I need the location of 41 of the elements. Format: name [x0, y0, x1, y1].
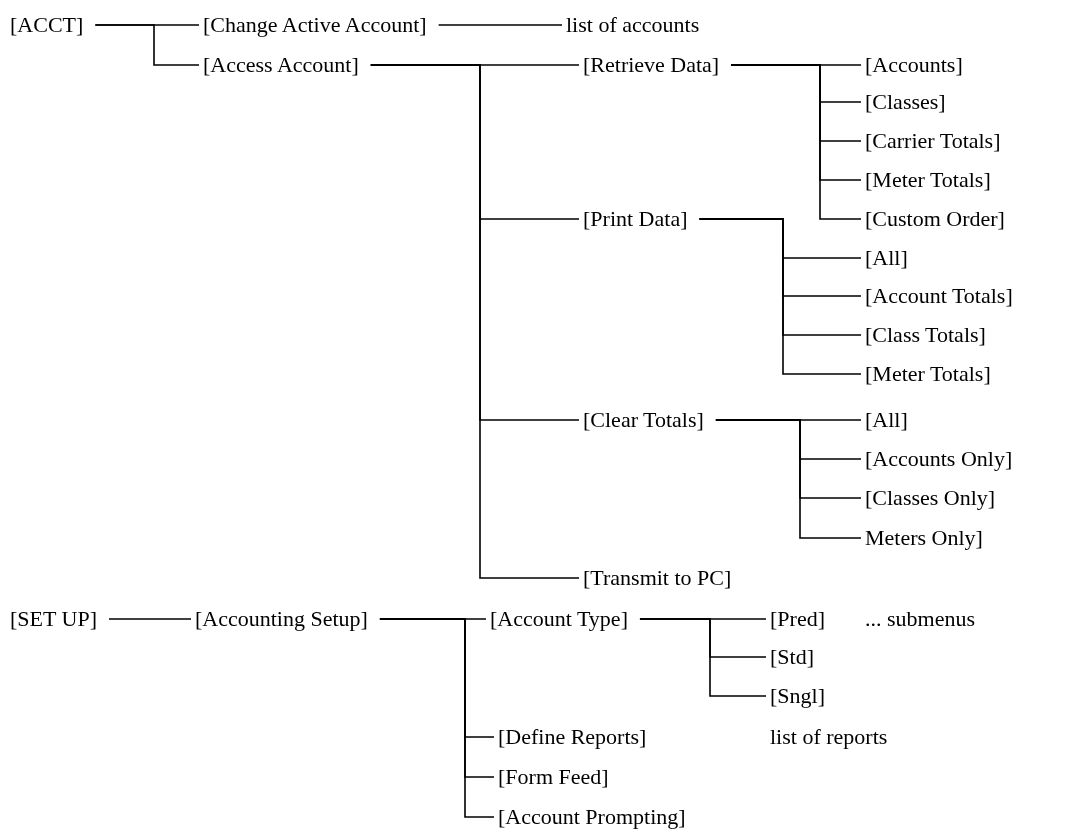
menu-item: [All]: [865, 407, 908, 433]
menu-item: [Class Totals]: [865, 322, 986, 348]
menu-item: [Accounts]: [865, 52, 963, 78]
menu-item: [All]: [865, 245, 908, 271]
connector-line: [369, 64, 580, 579]
menu-item: [Define Reports]: [498, 724, 647, 750]
menu-item: [Change Active Account]: [203, 12, 427, 38]
menu-item: [ACCT]: [10, 12, 84, 38]
connector-line: [730, 64, 862, 220]
connector-line: [379, 618, 495, 818]
menu-item: [Classes Only]: [865, 485, 996, 511]
menu-item: [Accounting Setup]: [195, 606, 368, 632]
menu-item: list of accounts: [566, 12, 700, 38]
connector-line: [437, 24, 563, 26]
connector-line: [94, 24, 200, 66]
menu-item: [Classes]: [865, 89, 946, 115]
menu-item: [Sngl]: [770, 683, 825, 709]
menu-item: [Print Data]: [583, 206, 688, 232]
menu-item: Meters Only]: [865, 525, 983, 551]
menu-item: [SET UP]: [10, 606, 97, 632]
menu-item: [Form Feed]: [498, 764, 609, 790]
connector-line: [639, 618, 767, 697]
menu-item: [Std]: [770, 644, 814, 670]
menu-item: [Meter Totals]: [865, 167, 991, 193]
menu-item: [Custom Order]: [865, 206, 1005, 232]
menu-item: [Account Type]: [490, 606, 628, 632]
menu-item: [Account Totals]: [865, 283, 1013, 309]
connector-line: [698, 218, 862, 375]
connector-line: [715, 419, 862, 539]
menu-item: [Clear Totals]: [583, 407, 704, 433]
note-text: list of reports: [770, 724, 888, 750]
menu-item: [Access Account]: [203, 52, 359, 78]
menu-item: [Meter Totals]: [865, 361, 991, 387]
note-text: ... submenus: [865, 606, 975, 632]
menu-item: [Account Prompting]: [498, 804, 686, 830]
menu-item: [Retrieve Data]: [583, 52, 720, 78]
menu-item: [Pred]: [770, 606, 825, 632]
connector-line: [108, 618, 192, 620]
menu-item: [Accounts Only]: [865, 446, 1013, 472]
menu-item: [Carrier Totals]: [865, 128, 1001, 154]
menu-item: [Transmit to PC]: [583, 565, 732, 591]
